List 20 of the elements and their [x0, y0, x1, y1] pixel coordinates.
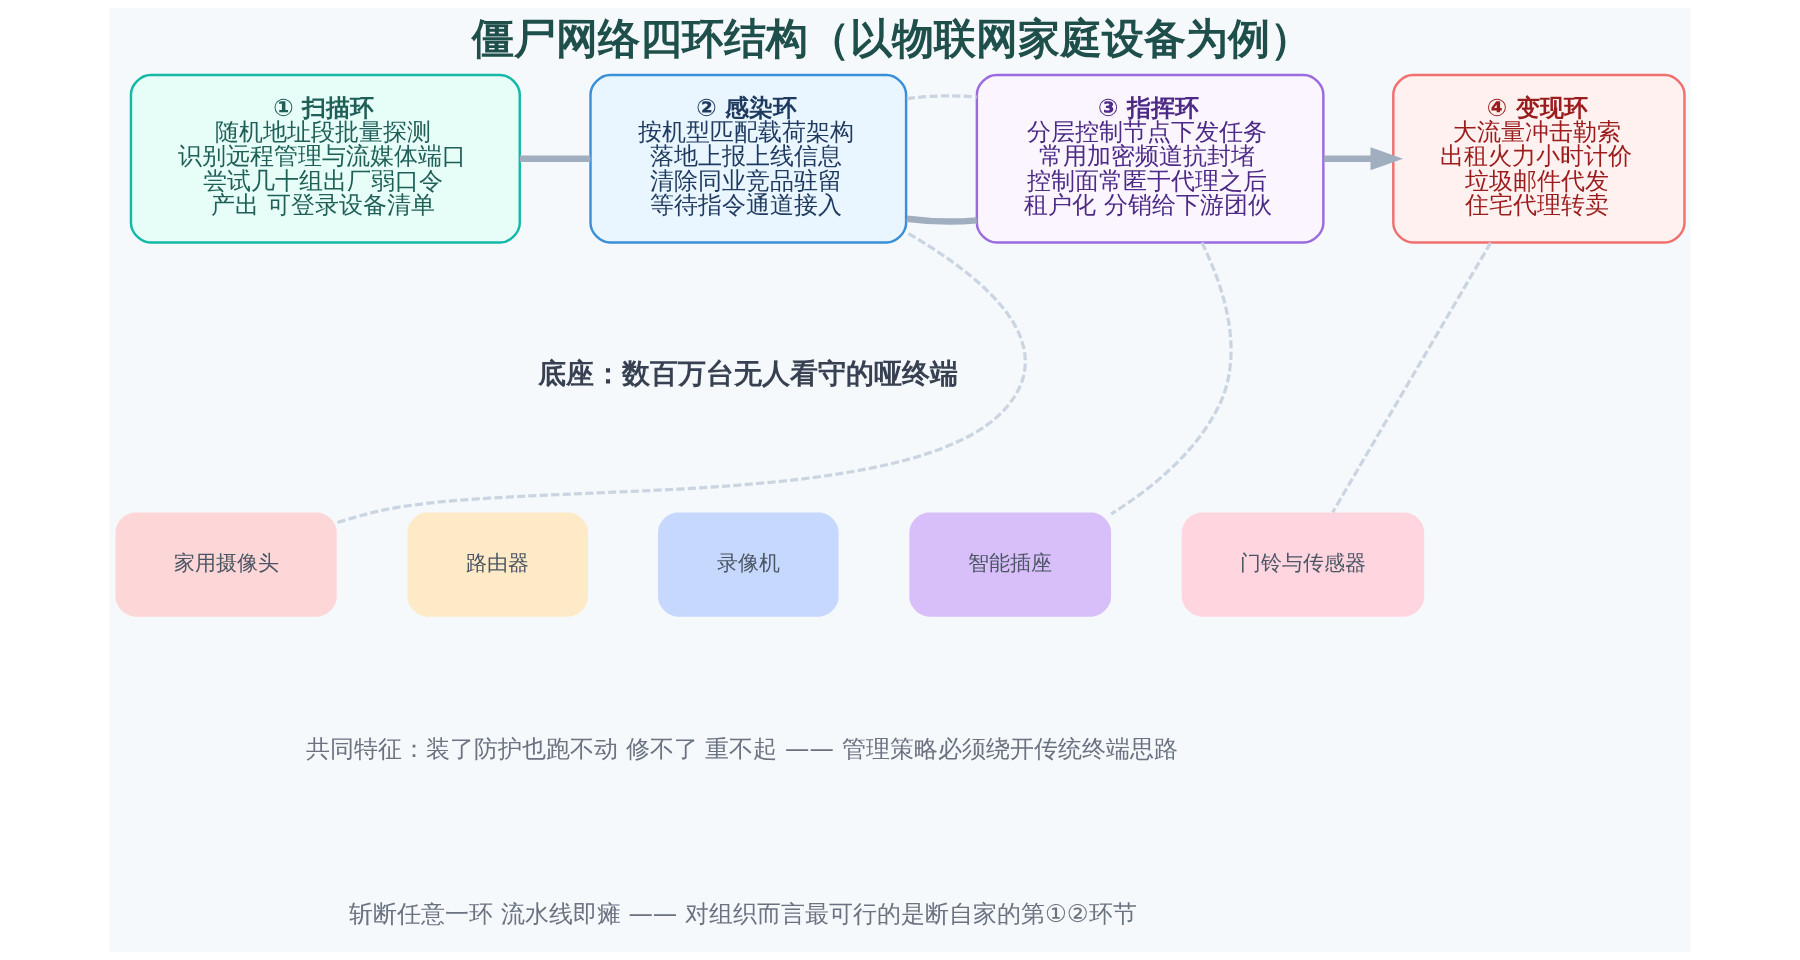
node-box: 智能插座: [909, 512, 1112, 617]
arrow: [1324, 147, 1404, 171]
diagram-title: 僵尸网络四环结构（以物联网家庭设备为例）: [472, 14, 1313, 64]
connector: [1110, 241, 1233, 516]
connector: [337, 231, 1027, 525]
node-box: ④ 变现环 大流量冲击勒索 出租火力小时计价 垃圾邮件代发 住宅代理转卖: [1392, 73, 1686, 244]
label: 共同特征：装了防护也跑不动 修不了 重不起 —— 管理策略必须绕开传统终端思路: [305, 734, 1178, 764]
node-box: 录像机: [658, 512, 839, 617]
node-box: ② 感染环 按机型匹配载荷架构 落地上报上线信息 清除同业竞品驻留 等待指令通道接入: [589, 73, 908, 244]
node-box: ① 扫描环 随机地址段批量探测 识别远程管理与流媒体端口 尝试几十组出厂弱口令 产出 可登录设备清单: [129, 73, 521, 244]
label: 底座：数百万台无人看守的哑终端: [537, 356, 958, 390]
connector: [906, 94, 977, 101]
node-box: 家用摄像头: [115, 512, 337, 617]
connector: [1331, 241, 1492, 514]
label: 斩断任意一环 流水线即瘫 —— 对组织而言最可行的是断自家的第①②环节: [348, 898, 1137, 928]
node-box: ③ 指挥环 分层控制节点下发任务 常用加密频道抗封堵 控制面常匿于代理之后 租户化 分销给下游团伙: [975, 73, 1325, 244]
connector: [519, 155, 591, 162]
connector: [906, 215, 977, 225]
node-box: 门铃与传感器: [1181, 512, 1425, 617]
node-box: 路由器: [407, 512, 589, 617]
